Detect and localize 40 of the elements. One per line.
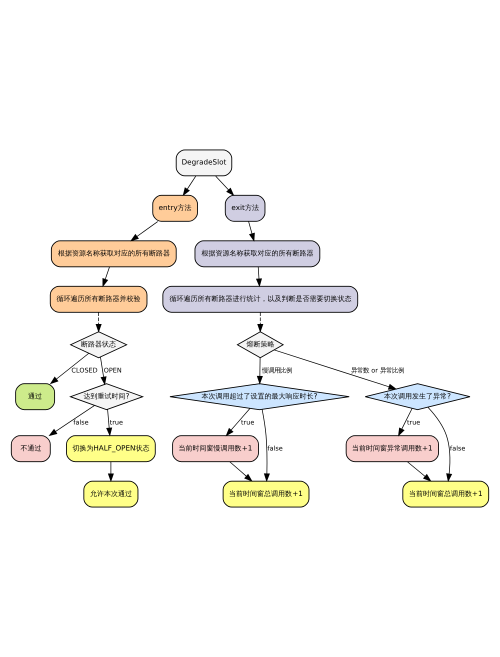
node-box: 当前时间窗异常调用数+1 [346, 435, 439, 462]
arrow [398, 408, 412, 437]
arrow [256, 357, 263, 385]
arrow [100, 356, 107, 386]
node-box: 循环遍历所有断路器并校验 [50, 286, 148, 313]
arrow [428, 407, 452, 482]
arrow [48, 405, 95, 436]
arrow [108, 462, 114, 482]
node-diamond: 达到重试时间? [69, 383, 144, 410]
node-box: 允许本次通过 [83, 480, 138, 508]
arrow [230, 462, 253, 482]
node-box: 根据资源名称获取对应的所有断路器 [50, 240, 177, 268]
node-box: 不通过 [10, 435, 51, 462]
node-box: entry方法 [152, 194, 198, 222]
arrow [257, 312, 264, 333]
node-box: 当前时间窗慢调用数+1 [172, 435, 259, 462]
arrow [274, 350, 398, 390]
node-box: DegradeSlot [176, 149, 232, 176]
node-box: 当前时间窗总调用数+1 [402, 480, 490, 508]
arrow [50, 353, 90, 384]
node-box: 当前时间窗总调用数+1 [222, 480, 310, 508]
arrow [102, 266, 110, 288]
arrow [182, 176, 196, 196]
arrow [256, 266, 262, 288]
node-box: 根据资源名称获取对应的所有断路器 [194, 240, 320, 268]
node-diamond: 熔断策略 [236, 331, 284, 358]
node-diamond: 本次调用超过了设置的最大响应时长? [170, 383, 350, 410]
arrow [262, 409, 270, 482]
node-box: 通过 [15, 383, 56, 410]
arrow [248, 221, 255, 242]
arrow [407, 462, 432, 482]
node-box: 循环遍历所有断路器进行统计，以及判断是否需要切换状态 [162, 286, 358, 313]
arrow [215, 176, 234, 196]
node-box: 切换为HALF_OPEN状态 [66, 435, 156, 462]
arrow [106, 409, 112, 436]
arrow [96, 312, 102, 333]
node-diamond: 断路器状态 [70, 331, 128, 358]
arrow [226, 408, 250, 436]
node-box: exit方法 [224, 194, 266, 222]
arrow [130, 221, 158, 242]
